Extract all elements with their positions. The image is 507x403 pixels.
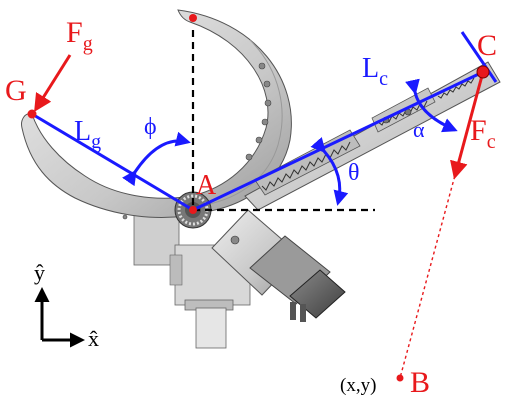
angle-phi-arc [122,131,191,187]
point-g-dot [27,109,37,119]
length-c-label: Lc [362,53,388,90]
finger-screws [122,62,272,220]
force-g-arrow [34,54,72,113]
point-b-label: B [410,366,430,399]
force-g-label: Fg [66,16,93,55]
top-dot [189,14,197,22]
target-coords-label: (x,y) [340,375,376,396]
motor [211,209,346,322]
angle-theta-label: θ [348,160,360,186]
axis-y-label: ŷ [34,260,45,285]
angle-alpha-label: α [413,117,425,142]
base-housing [133,214,251,349]
axis-indicator: ŷ x̂ [34,260,99,351]
angle-phi-label: ϕ [144,114,157,140]
axis-x-label: x̂ [88,326,99,351]
length-g-label: Lg [74,116,101,153]
point-c-dot [476,65,490,79]
point-g-label: G [5,74,27,107]
point-a-dot [189,206,197,214]
angle-alpha-arc [405,78,458,133]
reference-lines [191,30,375,212]
angle-theta-arc [310,137,349,206]
point-a-label: A [196,170,217,201]
point-b-dot [396,374,404,382]
target-line [399,71,484,379]
force-c-label: Fc [470,114,496,153]
force-c-arrow [450,71,485,180]
point-c-label: C [477,29,497,62]
